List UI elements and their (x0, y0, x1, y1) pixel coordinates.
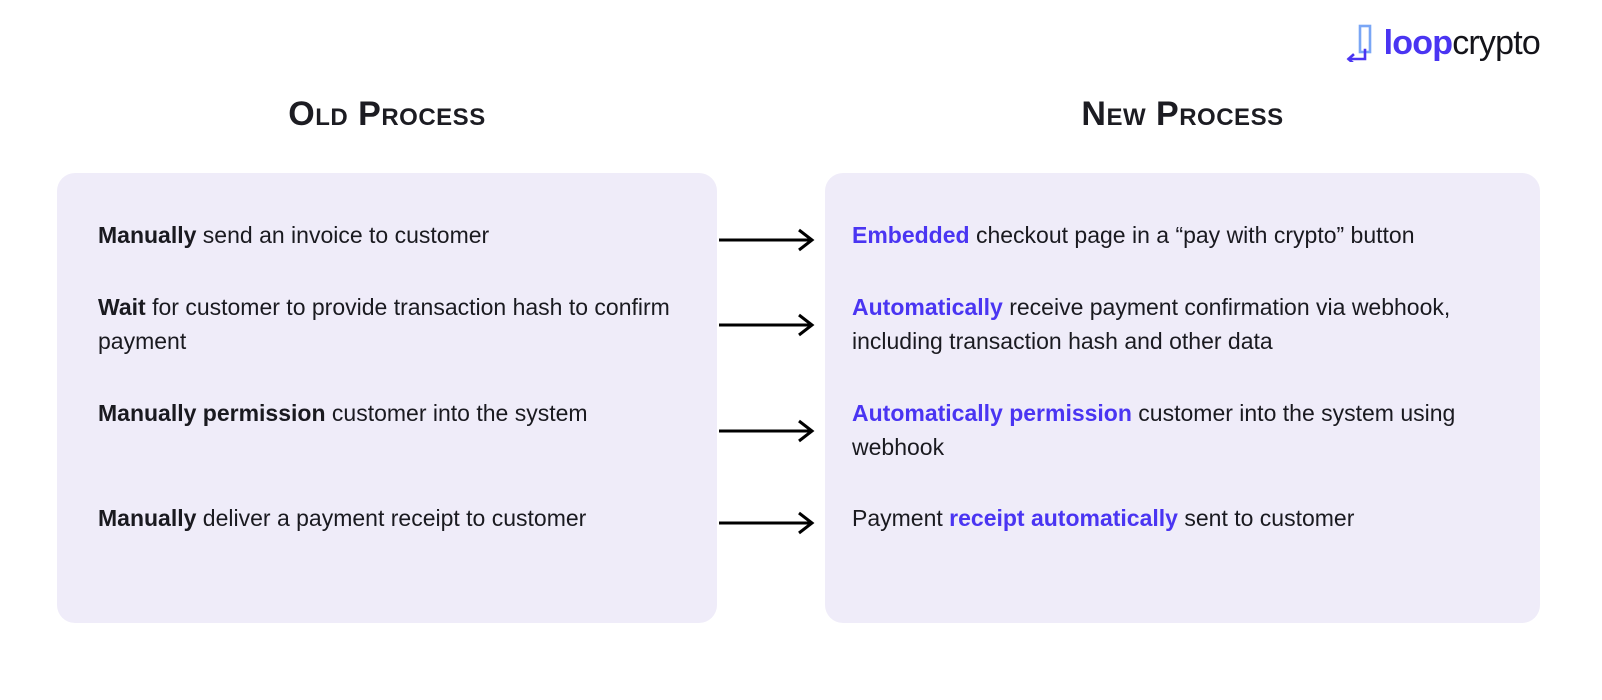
new-process-column: New Process Embedded checkout page in a … (825, 95, 1540, 624)
new-process-card: Embedded checkout page in a “pay with cr… (825, 173, 1540, 624)
loop-logo-mark-icon (1344, 24, 1374, 62)
old-process-card: Manually send an invoice to customer Wai… (57, 173, 717, 624)
old-process-item-4-text: deliver a payment receipt to customer (196, 505, 587, 532)
new-process-item-3-text: customer into the system using webhook (852, 400, 1456, 460)
arrow-group (717, 96, 825, 596)
brand-wordmark: loopcrypto (1383, 24, 1541, 62)
new-process-item-3-highlight: Automatically permission (852, 400, 1132, 427)
new-process-title: New Process (1081, 95, 1284, 133)
old-process-item-2-text: for customer to provide transaction hash… (98, 294, 670, 354)
new-process-item-4-highlight: receipt automatically (949, 505, 1178, 532)
new-process-item-3: Automatically permission customer into t… (825, 397, 1540, 502)
old-process-item-3-text: customer into the system (325, 400, 588, 427)
brand-wordmark-loop: loop (1383, 24, 1453, 62)
arrow-right-icon-4 (719, 511, 819, 535)
new-process-item-1-text: checkout page in a “pay with crypto” but… (969, 222, 1415, 249)
brand-wordmark-crypto: crypto (1452, 24, 1541, 62)
old-process-item-1-text: send an invoice to customer (196, 222, 490, 249)
old-process-column: Old Process Manually send an invoice to … (57, 95, 717, 624)
old-process-item-1-bold: Manually (98, 222, 197, 249)
new-process-item-2-text: receive payment confirmation via webhook… (852, 294, 1451, 354)
arrow-right-icon-2 (719, 313, 819, 337)
new-process-item-4: Payment receipt automatically sent to cu… (825, 502, 1540, 574)
old-process-item-1: Manually send an invoice to customer (57, 219, 717, 291)
old-process-title: Old Process (288, 95, 486, 133)
new-process-item-2-highlight: Automatically (852, 294, 1003, 321)
arrow-right-icon-3 (719, 419, 819, 443)
new-process-item-4-lead: Payment (852, 505, 950, 532)
old-process-item-2-bold: Wait (98, 294, 146, 321)
new-process-item-2: Automatically receive payment confirmati… (825, 291, 1540, 397)
arrow-right-icon-1 (719, 228, 819, 252)
new-process-item-1-highlight: Embedded (852, 222, 970, 249)
old-process-item-4-bold: Manually (98, 505, 197, 532)
old-process-item-3-bold: Manually permission (98, 400, 326, 427)
brand-logo: loopcrypto (1344, 24, 1541, 62)
old-process-item-2: Wait for customer to provide transaction… (57, 291, 717, 397)
new-process-item-4-text: sent to customer (1177, 505, 1355, 532)
old-process-item-4: Manually deliver a payment receipt to cu… (57, 502, 717, 574)
old-process-item-3: Manually permission customer into the sy… (57, 397, 717, 502)
new-process-item-1: Embedded checkout page in a “pay with cr… (825, 219, 1540, 291)
